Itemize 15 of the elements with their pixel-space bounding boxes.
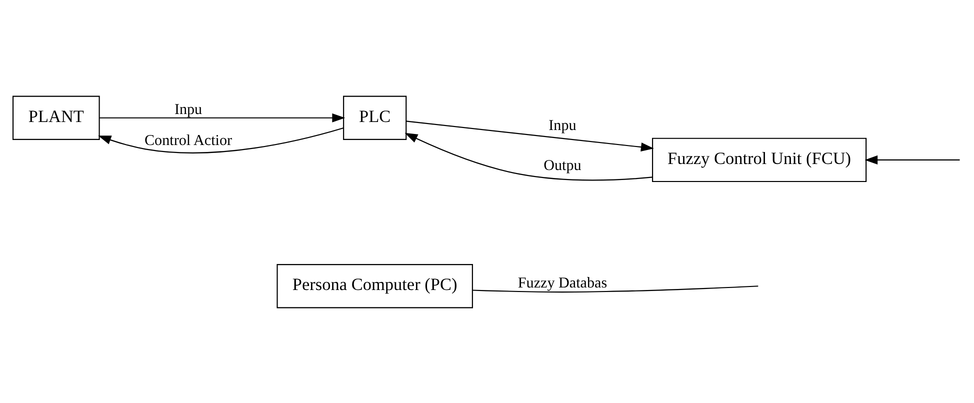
arrow [98,126,344,153]
arrow [100,112,346,122]
node-box: PLANT [12,95,100,140]
arrow [864,154,960,164]
edge-label: Fuzzy Databas [518,274,608,291]
arrow [404,132,652,180]
edge-label: Inpu [174,101,202,118]
connector [472,285,758,292]
node-box: Persona Computer (PC) [276,264,473,308]
arrow [406,120,654,152]
node-box: PLC [343,95,407,140]
edge-label: Inpu [548,117,576,134]
edge-label: Outpu [544,157,582,174]
edge-label: Control Actior [144,132,232,149]
node-box: Fuzzy Control Unit (FCU) [652,137,867,182]
